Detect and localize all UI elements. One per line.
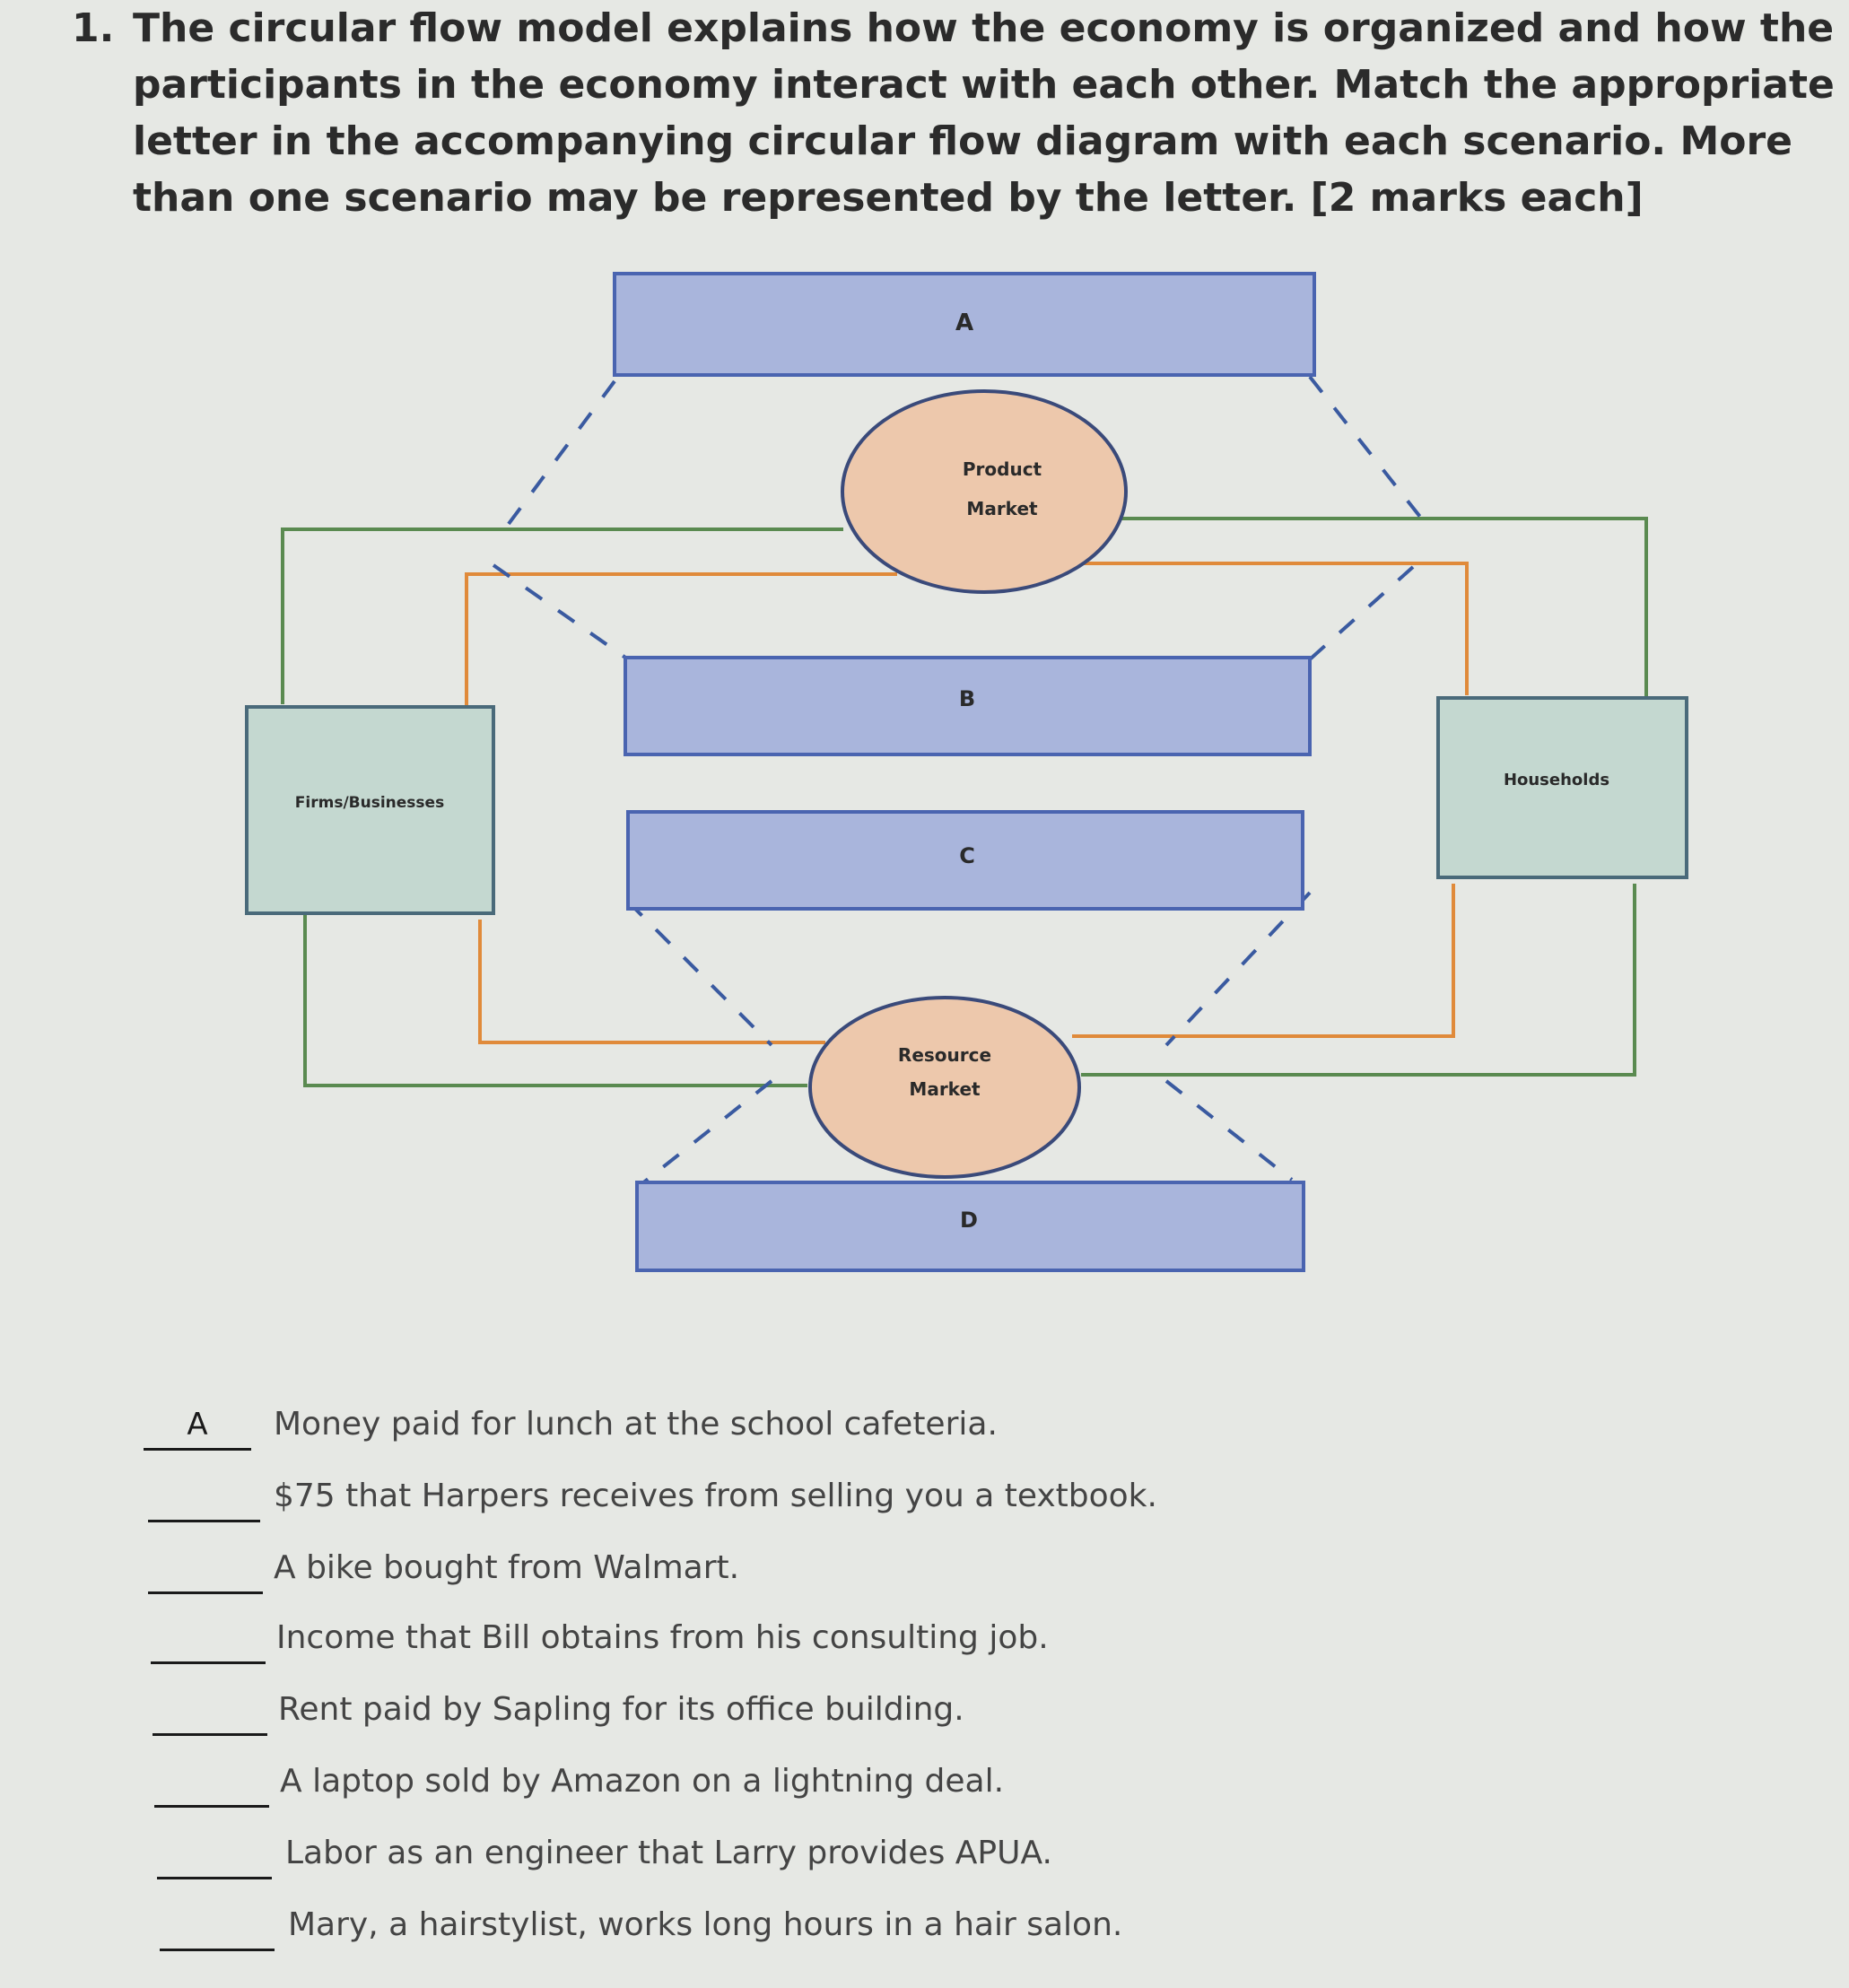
answer-blank[interactable] (160, 1902, 275, 1951)
green-flow-top (281, 528, 843, 704)
scenario-text: Money paid for lunch at the school cafet… (274, 1406, 998, 1443)
dashed-connectors (492, 375, 1428, 1186)
box-d (635, 1181, 1305, 1272)
question-number: 1. (72, 5, 115, 51)
orange-flow-top (465, 572, 897, 709)
green-flow-bottom (303, 915, 807, 1087)
scenario-text: A laptop sold by Amazon on a lightning d… (280, 1763, 1005, 1800)
firms-label: Firms/Businesses (295, 794, 444, 812)
resource-market (808, 996, 1081, 1179)
scenario-text: Labor as an engineer that Larry provides… (285, 1835, 1052, 1871)
answer-blank[interactable] (148, 1545, 263, 1594)
answer-blank[interactable] (148, 1473, 260, 1522)
question-text: The circular flow model explains how the… (133, 5, 1835, 221)
product-market (841, 389, 1128, 594)
box-c-label: C (959, 843, 975, 868)
firms-box (245, 705, 495, 915)
answer-blank[interactable]: A (144, 1401, 251, 1451)
resource-market-line2: Market (909, 1078, 981, 1100)
box-c (626, 810, 1304, 911)
box-d-label: D (960, 1208, 978, 1233)
scenario-text: Mary, a hairstylist, works long hours in… (288, 1906, 1123, 1943)
answer-blank[interactable] (153, 1687, 267, 1736)
orange-flow-top-right (1077, 562, 1469, 695)
scenario-text: Income that Bill obtains from his consul… (276, 1619, 1049, 1656)
orange-flow-bottom (478, 920, 825, 1044)
resource-market-line1: Resource (898, 1044, 991, 1066)
households-label: Households (1504, 771, 1609, 789)
households-box (1436, 696, 1688, 879)
green-flow-top-right (1121, 517, 1648, 700)
scenario-text: $75 that Harpers receives from selling y… (274, 1478, 1157, 1514)
box-a (613, 272, 1316, 377)
answer-blank[interactable] (154, 1758, 269, 1808)
scenario-text: Rent paid by Sapling for its office buil… (278, 1691, 964, 1728)
box-b-label: B (959, 686, 975, 711)
product-market-line1: Product (963, 458, 1042, 480)
scenario-text: A bike bought from Walmart. (274, 1549, 740, 1586)
answer-blank[interactable] (151, 1615, 266, 1664)
answer-blank[interactable] (157, 1830, 272, 1879)
orange-flow-bottom-right (1072, 884, 1455, 1038)
box-b (624, 656, 1312, 756)
box-a-label: A (955, 310, 973, 336)
green-flow-bottom-right (1081, 884, 1636, 1077)
product-market-line2: Market (966, 498, 1038, 519)
